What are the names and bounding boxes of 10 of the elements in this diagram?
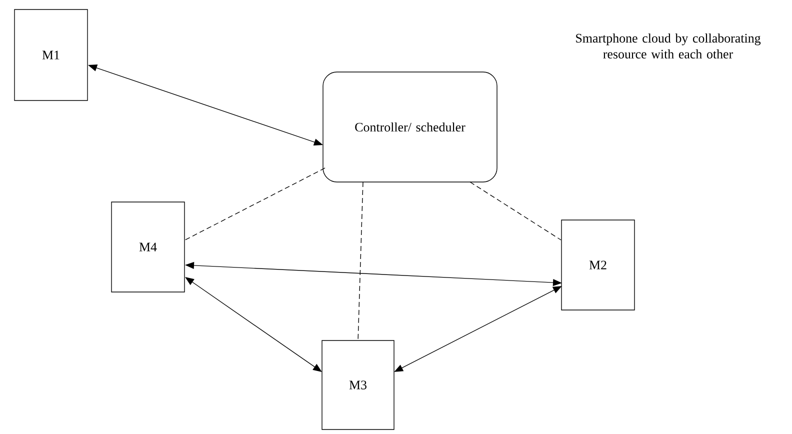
device-box: M2: [561, 220, 635, 310]
controller-box: Controller/ scheduler: [322, 72, 498, 182]
device-box: M3: [322, 340, 394, 430]
device-box: M1: [14, 9, 88, 101]
connector-line: [358, 182, 364, 342]
connector-line: [184, 168, 326, 240]
note-text: Smartphone cloud by collaborating resource with each other: [576, 33, 761, 59]
connector-arrow: [185, 277, 322, 372]
device-box: M4: [111, 202, 185, 292]
connector-line: [470, 182, 562, 240]
